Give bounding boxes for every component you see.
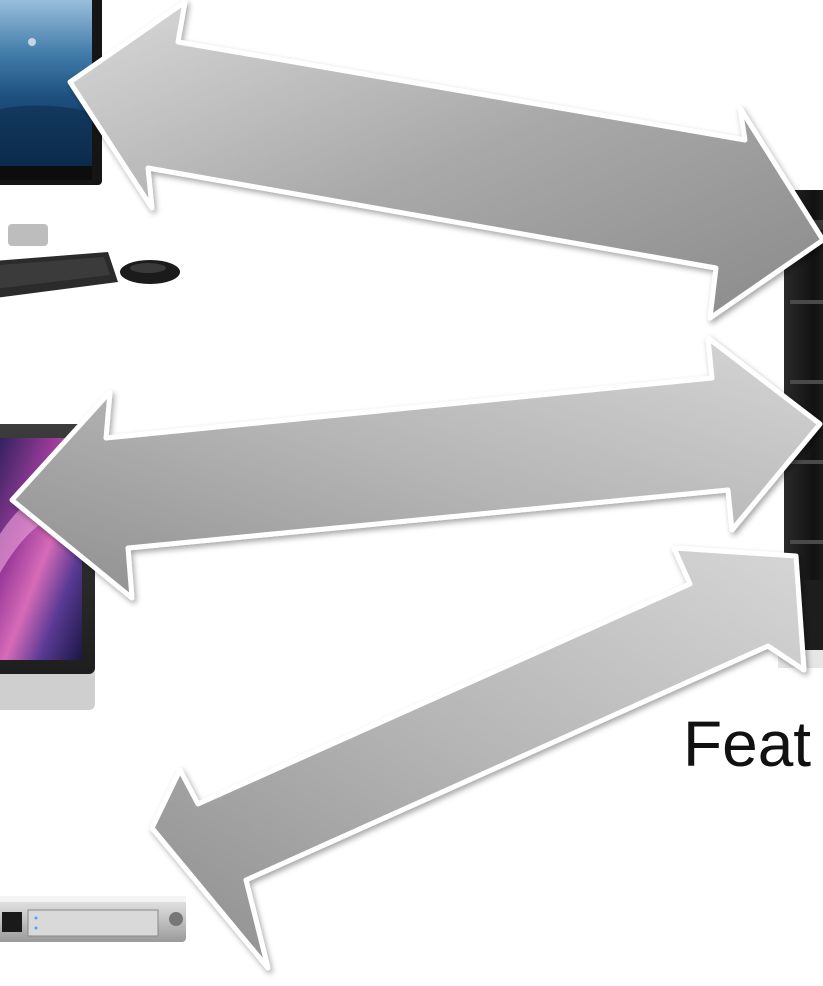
rack-server-unit [0, 896, 186, 942]
caption-text: Feat [683, 712, 811, 776]
power-button-icon [169, 912, 183, 926]
drive-bay-icon [2, 912, 22, 932]
monitor-screen-horizon [0, 105, 92, 166]
monitor-stand-base [8, 224, 48, 246]
monitor-chin [0, 166, 92, 180]
hp-logo-icon [28, 38, 36, 46]
imac-chin [0, 674, 95, 710]
arrow-desktop-to-server [70, 2, 823, 318]
